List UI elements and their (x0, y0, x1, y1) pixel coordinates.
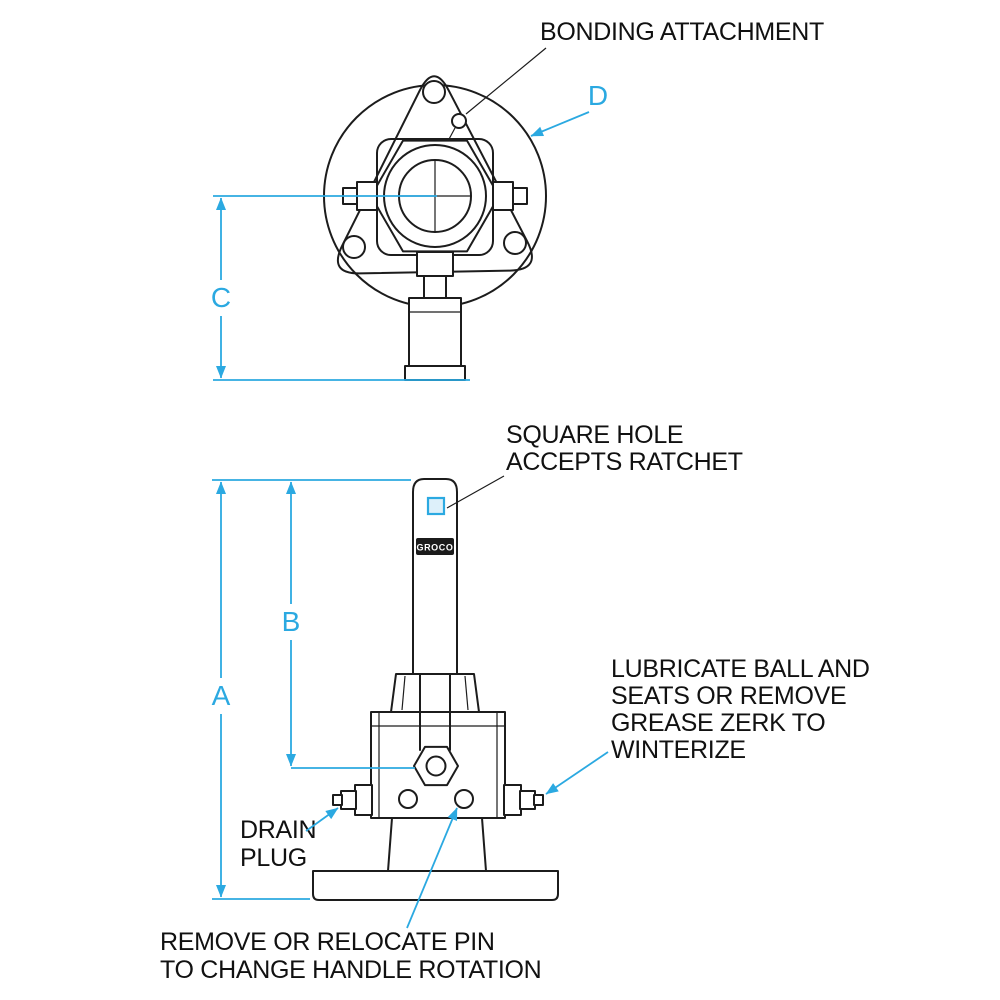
lubricate-label-line3: GREASE ZERK TO (611, 709, 825, 737)
drain-plug-label-line2: PLUG (240, 844, 307, 872)
side-lug-right (492, 181, 514, 211)
dimension-b: B (282, 481, 415, 769)
cap-curve-right (464, 675, 469, 711)
drain-plug-tip (332, 794, 343, 806)
base-flange (312, 870, 559, 901)
bonding-attachment-circle (451, 113, 467, 129)
cap-curve-left (401, 675, 406, 711)
dim-b-label: B (282, 606, 301, 637)
remove-pin-label-line1: REMOVE OR RELOCATE PIN (160, 928, 495, 956)
drain-plug-label-line1: DRAIN (240, 816, 316, 844)
side-view: GROCO (312, 478, 559, 901)
grease-zerk-head (519, 790, 536, 810)
base-neck (387, 817, 487, 872)
stem-upper (416, 251, 454, 277)
grease-zerk-tip (533, 794, 544, 806)
drain-plug-callout: DRAIN PLUG (240, 807, 339, 872)
lubricate-label-line1: LUBRICATE BALL AND (611, 655, 870, 683)
bonding-attachment-callout: BONDING ATTACHMENT (465, 18, 824, 115)
handle (412, 478, 458, 675)
bonding-attachment-label: BONDING ATTACHMENT (540, 18, 824, 46)
lubricate-label-line2: SEATS OR REMOVE (611, 682, 846, 710)
dim-a-label: A (212, 680, 231, 711)
dim-c-label: C (211, 282, 231, 313)
pin-hole-right (454, 789, 474, 809)
square-hole-leader (446, 475, 505, 509)
bonding-leader (465, 47, 547, 115)
pivot-hex-bolt (413, 745, 459, 787)
square-hole-label-line2: ACCEPTS RATCHET (506, 448, 743, 476)
spigot (408, 297, 462, 367)
spigot-flare (404, 365, 466, 381)
dim-d-arrow (530, 111, 590, 137)
lubricate-callout: LUBRICATE BALL AND SEATS OR REMOVE GREAS… (545, 655, 870, 795)
bolt-hole-left (342, 235, 366, 259)
top-view (323, 75, 547, 381)
remove-pin-label-line2: TO CHANGE HANDLE ROTATION (160, 956, 541, 984)
flange-triangle (337, 75, 533, 275)
remove-pin-leader (406, 807, 458, 929)
drain-plug-boss (354, 784, 373, 816)
bonding-stud (447, 127, 456, 142)
dim-d-label: D (588, 80, 608, 111)
side-bolt-right (512, 187, 528, 205)
bolt-hole-right (503, 231, 527, 255)
lubricate-label-line4: WINTERIZE (611, 736, 746, 764)
dimension-c: C (211, 195, 470, 381)
stem-lower (423, 275, 447, 299)
pivot-center (425, 755, 447, 777)
brand-plate (416, 538, 454, 555)
drain-plug-leader (305, 807, 339, 832)
pin-hole-left (398, 789, 418, 809)
dimension-a: A (212, 479, 411, 900)
lubricate-leader (545, 751, 609, 795)
dimension-d: D (530, 80, 608, 137)
square-hole (426, 496, 446, 516)
grease-zerk-boss (503, 784, 522, 816)
bolt-hole-top (422, 80, 446, 104)
square-hole-callout: SQUARE HOLE ACCEPTS RATCHET (446, 421, 743, 509)
square-hole-label-line1: SQUARE HOLE (506, 421, 683, 449)
remove-pin-callout: REMOVE OR RELOCATE PIN TO CHANGE HANDLE … (160, 807, 542, 984)
drain-plug-head (340, 790, 357, 810)
brand-label: GROCO (416, 543, 453, 553)
